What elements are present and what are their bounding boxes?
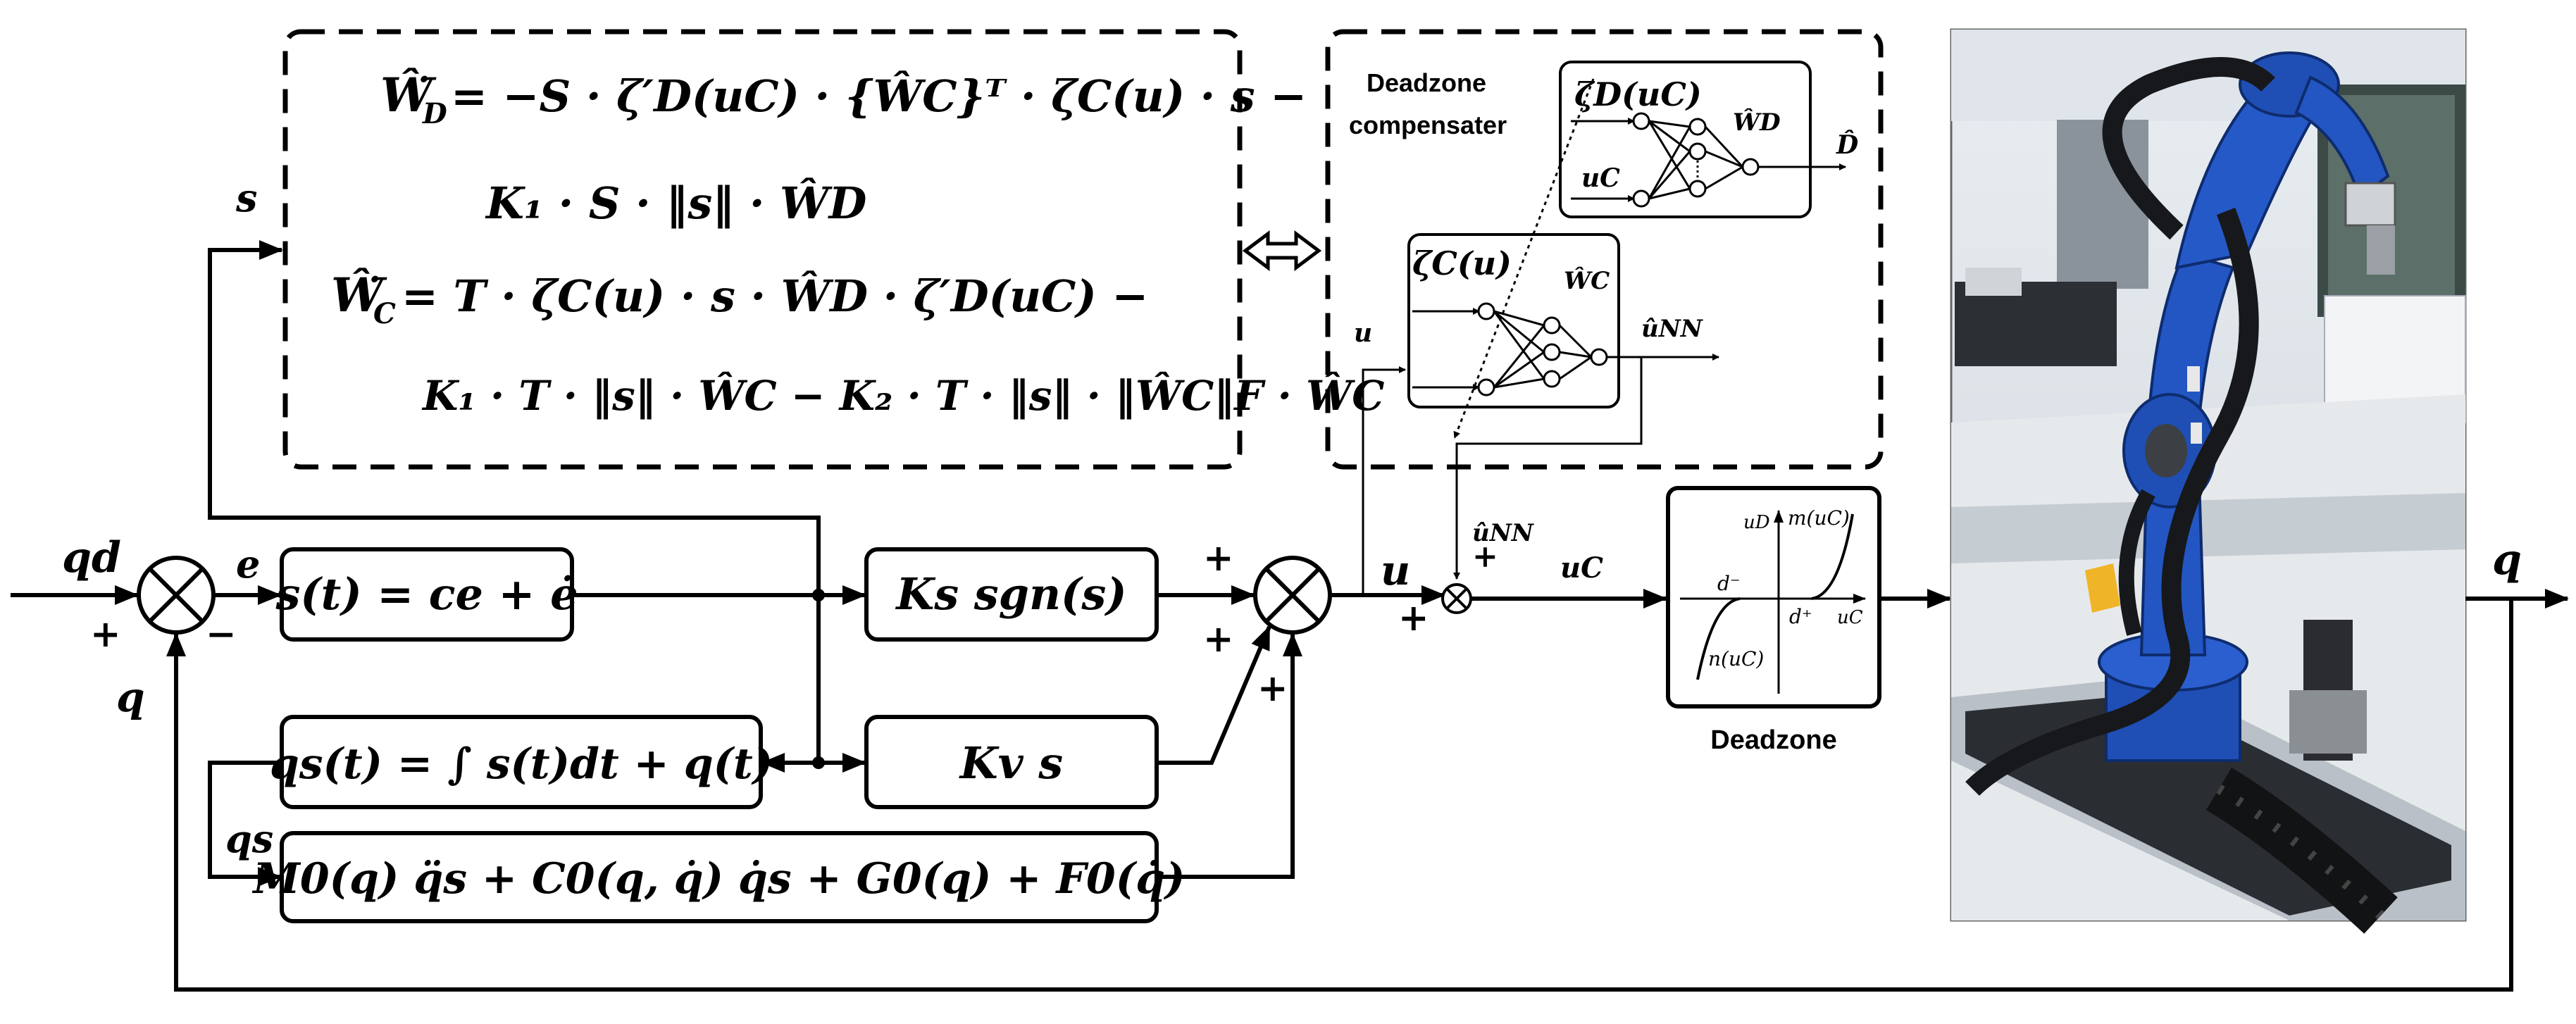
update-law-wd: Ŵ̇ D = −S · ζ′D(uC) · {ŴC}ᵀ · ζC(u) · s …: [380, 68, 1307, 229]
svg-text:K₁ · S · ‖s‖ · ŴD: K₁ · S · ‖s‖ · ŴD: [485, 177, 867, 229]
nn-d-output-label: D̂: [1836, 130, 1858, 160]
svg-text:Ŵ̇: Ŵ̇: [380, 68, 437, 123]
unn-label: ûNN: [1472, 519, 1535, 547]
update-law-box: [282, 29, 1243, 470]
u-label: u: [1381, 547, 1410, 594]
e-label: e: [236, 542, 260, 587]
nn-c-input-label: ζC(u): [1412, 244, 1512, 282]
s-to-update-law-line: [208, 240, 821, 595]
nn-d-weight-label: ŴD: [1733, 108, 1781, 137]
summing-junction-2: [1253, 556, 1332, 635]
nn-d-input-label: ζD(uC): [1574, 75, 1702, 113]
nn-c-weight-label: ŴC: [1564, 266, 1610, 295]
switching-term-text: Ks sgn(s): [895, 568, 1126, 620]
summing-junction-1: [137, 556, 216, 635]
nn-c-box: [1407, 233, 1620, 408]
s-label: s: [235, 175, 257, 220]
update-law-wc: Ŵ̇ C = T · ζC(u) · s · ŴD · ζ′D(uC) − K₁…: [331, 268, 1384, 420]
q-out-label: q: [2492, 535, 2522, 585]
robot-photo: [1950, 28, 2467, 934]
deadzone-ud-label: uD: [1743, 512, 1770, 533]
svg-text:= T · ζC(u) · s · ŴD · ζ′D(uC): = T · ζC(u) · s · ŴD · ζ′D(uC) −: [402, 270, 1148, 322]
plus-sign-5: +: [1398, 597, 1429, 639]
nn-c-network: [1412, 302, 1719, 397]
compensator-title-2: compensater: [1349, 111, 1507, 139]
qs-line: [208, 761, 282, 887]
compensator-title-1: Deadzone: [1367, 68, 1486, 97]
nominal-model-text: M0(q) q̈s + C0(q, q̇) q̇s + G0(q) + F0(q…: [251, 854, 1185, 904]
svg-text:K₁ · T · ‖s‖ · ŴC − K₂ · T · ‖: K₁ · T · ‖s‖ · ŴC − K₂ · T · ‖s‖ · ‖ŴC‖F…: [421, 372, 1384, 420]
q-feedback-label: q: [116, 673, 145, 721]
nn-d-network: [1571, 112, 1846, 208]
deadzone-m-label: m(uC): [1788, 506, 1850, 530]
u-to-nn-line: [1362, 366, 1406, 595]
deadzone-dplus-label: d⁺: [1789, 605, 1812, 628]
plus-sign-2: +: [1203, 537, 1234, 580]
deadzone-uc-axis-label: uC: [1837, 607, 1863, 628]
compensator-box: [1325, 29, 1884, 470]
summing-node-3: [1441, 583, 1472, 614]
nominal-out-line: [1157, 632, 1302, 879]
deadzone-n-label: n(uC): [1708, 647, 1764, 670]
plus-sign-1: +: [90, 613, 121, 656]
plus-sign-6: +: [1472, 539, 1498, 575]
sliding-surface-text: s(t) = ce + ė: [275, 568, 578, 620]
svg-text:C: C: [373, 297, 396, 330]
svg-text:Ŵ̇: Ŵ̇: [331, 268, 387, 323]
qd-label: qd: [62, 533, 121, 582]
nn-coupling-line: [1453, 78, 1595, 439]
deadzone-label: Deadzone: [1710, 725, 1836, 755]
feedback-line: [166, 599, 2513, 992]
unn-feed-line: [1453, 357, 1643, 580]
compensator-u-label: u: [1354, 318, 1372, 348]
minus-sign-1: −: [206, 613, 237, 656]
uc-label: uC: [1560, 551, 1603, 585]
nn-d-input2-label: uC: [1581, 163, 1620, 193]
plus-sign-3: +: [1203, 618, 1234, 661]
damping-term-text: Kv s: [959, 737, 1063, 789]
double-arrow-icon: [1242, 230, 1322, 271]
svg-text:D: D: [422, 97, 447, 130]
nn-c-output-label: ûNN: [1641, 315, 1704, 343]
qs-definition-text: qs(t) = ∫ s(t)dt + q(t): [270, 739, 773, 789]
kv-out-line: [1157, 625, 1271, 765]
deadzone-plot: [1680, 510, 1866, 694]
svg-text:= −S · ζ′D(uC) · {ŴC}ᵀ · ζC(u): = −S · ζ′D(uC) · {ŴC}ᵀ · ζC(u) · s −: [451, 70, 1307, 122]
nn-d-box: [1559, 61, 1812, 218]
plus-sign-4: +: [1257, 667, 1288, 710]
deadzone-dminus-label: d⁻: [1717, 572, 1741, 595]
qs-label: qs: [225, 816, 273, 861]
